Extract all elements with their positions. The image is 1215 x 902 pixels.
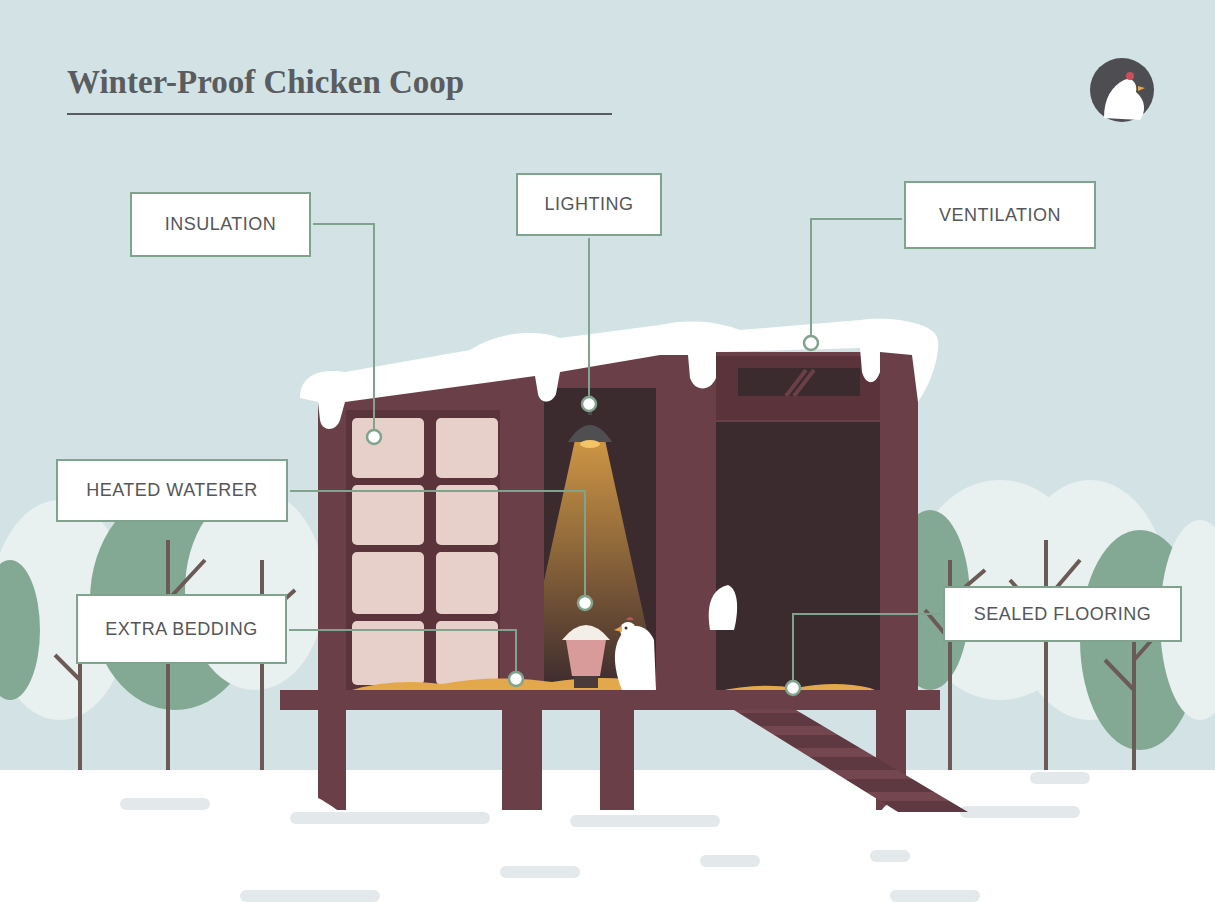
chicken-coop <box>280 319 968 812</box>
callout-label: LIGHTING <box>544 194 633 215</box>
callout-label: VENTILATION <box>939 205 1061 226</box>
callout-box: LIGHTING <box>516 173 662 236</box>
logo-icon <box>1090 58 1154 122</box>
callout-box: VENTILATION <box>904 181 1096 249</box>
callout-label: EXTRA BEDDING <box>105 619 258 640</box>
callout-box: SEALED FLOORING <box>943 586 1182 642</box>
page-title: Winter-Proof Chicken Coop <box>67 64 464 101</box>
leader-lines <box>289 219 941 681</box>
title-rule <box>67 113 612 115</box>
callout-box: EXTRA BEDDING <box>76 594 287 664</box>
callout-label: SEALED FLOORING <box>974 604 1152 625</box>
callout-box: HEATED WATERER <box>56 459 288 522</box>
callout-label: HEATED WATERER <box>86 480 258 501</box>
callout-label: INSULATION <box>165 214 277 235</box>
leader-dots <box>367 336 818 695</box>
callout-box: INSULATION <box>130 192 311 257</box>
